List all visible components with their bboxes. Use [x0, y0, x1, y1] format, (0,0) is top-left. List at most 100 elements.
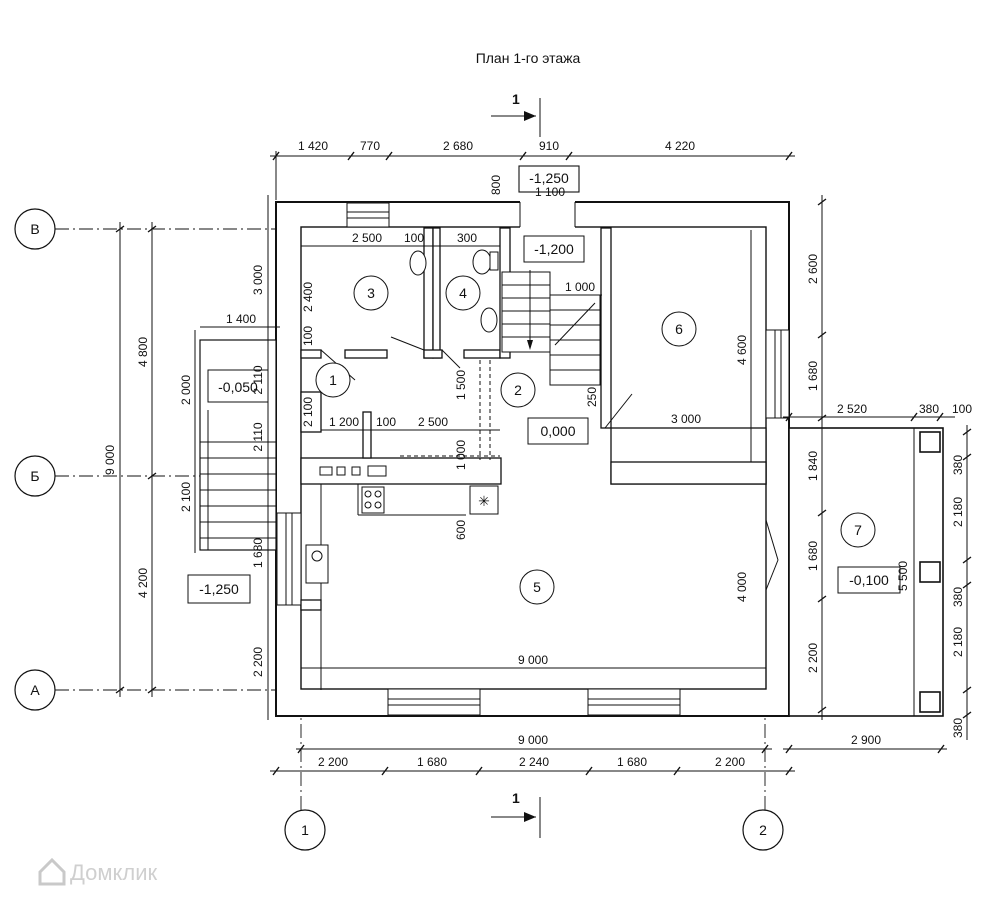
- level-marks: -1,200 -1,250 -0,050 -1,250 0,000 -0,100: [187, 170, 901, 604]
- svg-text:2 520: 2 520: [837, 402, 867, 416]
- svg-text:1 000: 1 000: [565, 280, 595, 294]
- svg-text:2: 2: [759, 822, 767, 838]
- level-floor: 0,000: [540, 423, 575, 439]
- svg-text:5: 5: [533, 579, 541, 595]
- svg-text:100: 100: [952, 402, 972, 416]
- dimension-bottom: 9 000 2 200 1 680 2 240 1 680 2 200 2 90…: [270, 733, 947, 776]
- svg-text:9 000: 9 000: [103, 445, 117, 475]
- svg-text:100: 100: [376, 415, 396, 429]
- axis-bubble-b: Б: [14, 455, 56, 497]
- svg-text:600: 600: [454, 520, 468, 540]
- svg-text:100: 100: [404, 231, 424, 245]
- svg-text:2 200: 2 200: [715, 755, 745, 769]
- svg-text:3 000: 3 000: [671, 412, 701, 426]
- svg-text:300: 300: [457, 231, 477, 245]
- svg-text:2 500: 2 500: [352, 231, 382, 245]
- svg-text:2 100: 2 100: [301, 397, 315, 427]
- watermark-logo: Домклик: [38, 857, 158, 886]
- dimension-interior: 2 500 100 300 1 000 4 600 3 000 1 200 10…: [301, 230, 766, 669]
- svg-text:4 220: 4 220: [665, 139, 695, 153]
- svg-text:380: 380: [951, 718, 965, 738]
- level-ground-left: -1,250: [199, 581, 239, 597]
- watermark-text: Домклик: [70, 860, 158, 885]
- dimension-top: 1 420 770 2 680 910 4 220 800 1 100: [270, 139, 795, 200]
- axis-bubble-v: В: [14, 208, 56, 250]
- axis-bubble-1: 1: [284, 809, 326, 851]
- svg-text:В: В: [30, 221, 39, 237]
- svg-text:9 000: 9 000: [518, 733, 548, 747]
- room-number: 4: [445, 275, 481, 311]
- level-side-entry: -0,050: [218, 379, 258, 395]
- svg-text:3: 3: [367, 285, 375, 301]
- svg-text:6: 6: [675, 321, 683, 337]
- svg-text:1 840: 1 840: [806, 451, 820, 481]
- room-number: 2: [500, 372, 536, 408]
- axis-bubble-2: 2: [742, 809, 784, 851]
- svg-text:1 500: 1 500: [454, 370, 468, 400]
- svg-text:380: 380: [951, 587, 965, 607]
- svg-text:✳: ✳: [478, 493, 490, 509]
- svg-text:1 000: 1 000: [454, 440, 468, 470]
- section-label-bottom: 1: [512, 790, 520, 806]
- svg-text:1: 1: [301, 822, 309, 838]
- room-number: 1: [315, 362, 351, 398]
- svg-text:1: 1: [329, 372, 337, 388]
- section-mark-top: 1: [491, 91, 541, 137]
- svg-text:2 200: 2 200: [251, 647, 265, 677]
- kitchen-counter: ✳: [305, 465, 499, 690]
- svg-text:2 240: 2 240: [519, 755, 549, 769]
- svg-text:2 400: 2 400: [301, 282, 315, 312]
- level-terrace: -0,100: [849, 572, 889, 588]
- level-porch-top: -1,250: [529, 170, 569, 186]
- svg-text:800: 800: [489, 175, 503, 195]
- svg-text:380: 380: [919, 402, 939, 416]
- svg-text:4 000: 4 000: [735, 572, 749, 602]
- svg-text:7: 7: [854, 522, 862, 538]
- room-number: 5: [519, 569, 555, 605]
- staircase: [501, 270, 601, 386]
- svg-text:770: 770: [360, 139, 380, 153]
- dimension-terrace: 2 520 380 100 380 2 180 380 2 180 380 5 …: [783, 402, 972, 740]
- svg-text:380: 380: [951, 455, 965, 475]
- room-number: 6: [661, 311, 697, 347]
- svg-text:1 100: 1 100: [535, 185, 565, 199]
- section-mark-bottom: 1: [491, 790, 541, 838]
- svg-text:1 200: 1 200: [329, 415, 359, 429]
- svg-text:1 680: 1 680: [251, 538, 265, 568]
- svg-text:4 800: 4 800: [136, 337, 150, 367]
- svg-text:4 200: 4 200: [136, 568, 150, 598]
- plan-title: План 1-го этажа: [476, 50, 581, 66]
- svg-text:100: 100: [301, 326, 315, 346]
- svg-text:2 600: 2 600: [806, 254, 820, 284]
- svg-text:А: А: [30, 682, 40, 698]
- svg-text:1 680: 1 680: [417, 755, 447, 769]
- svg-text:1 680: 1 680: [806, 541, 820, 571]
- windows: [276, 202, 790, 716]
- dimension-left: 9 000 4 800 4 200 3 000 2 110 1 680 2 20…: [103, 195, 315, 720]
- svg-text:250: 250: [585, 387, 599, 407]
- svg-text:3 000: 3 000: [251, 265, 265, 295]
- svg-text:2 900: 2 900: [851, 733, 881, 747]
- svg-text:1 680: 1 680: [617, 755, 647, 769]
- svg-text:2 180: 2 180: [951, 497, 965, 527]
- svg-text:2 110: 2 110: [251, 422, 265, 451]
- svg-text:2 000: 2 000: [179, 375, 193, 405]
- svg-text:4 600: 4 600: [735, 335, 749, 365]
- svg-text:1 420: 1 420: [298, 139, 328, 153]
- axis-bubble-a: А: [14, 669, 56, 711]
- svg-text:2 200: 2 200: [806, 643, 820, 673]
- svg-text:5 500: 5 500: [896, 561, 910, 591]
- svg-text:4: 4: [459, 285, 467, 301]
- svg-text:2 500: 2 500: [418, 415, 448, 429]
- svg-text:1 400: 1 400: [226, 312, 256, 326]
- interior-walls: [300, 227, 767, 611]
- svg-text:910: 910: [539, 139, 559, 153]
- svg-text:9 000: 9 000: [518, 653, 548, 667]
- hall-dashed-lines: [400, 360, 500, 460]
- svg-text:2: 2: [514, 382, 522, 398]
- level-stair: -1,200: [534, 241, 574, 257]
- dimension-right: 2 600 1 680 1 840 1 680 2 200: [806, 195, 827, 720]
- svg-text:2 200: 2 200: [318, 755, 348, 769]
- section-label-top: 1: [512, 91, 520, 107]
